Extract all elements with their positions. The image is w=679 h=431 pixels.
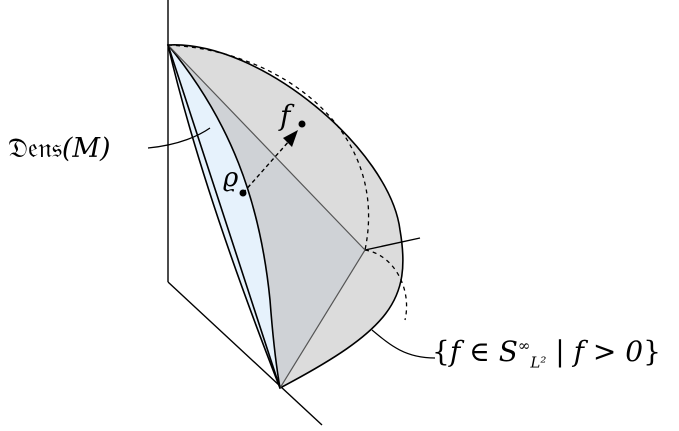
set-pointer (371, 329, 436, 359)
set-sub: L² (530, 353, 547, 372)
set-in: ∈ (460, 335, 499, 368)
dens-prefix: 𝔇𝔢𝔫𝔰 (8, 133, 62, 164)
arrow-head (283, 130, 298, 147)
set-open: { (432, 335, 450, 368)
rho-label: ϱ (223, 163, 239, 193)
set-cond: f > 0 (573, 335, 644, 368)
set-label: {f ∈ S∞L² | f > 0} (432, 335, 661, 371)
dashed-arc-right (364, 249, 408, 321)
set-bar: | (546, 335, 574, 368)
edge-mid-to-bottom (279, 249, 366, 389)
edge-top-to-mid (167, 44, 366, 251)
set-sup: ∞ (517, 336, 531, 355)
set-f: f (449, 335, 461, 368)
dens-pointer (147, 127, 211, 149)
axis-diagonal (167, 281, 323, 426)
edge-left (167, 44, 281, 389)
dens-label: 𝔇𝔢𝔫𝔰(M) (8, 135, 111, 162)
set-close: } (643, 335, 661, 368)
axis-horizontal (364, 237, 421, 251)
dens-args: (M) (61, 133, 111, 164)
rho-to-f-arrow (242, 139, 291, 194)
f-point (298, 120, 306, 128)
f-label: f (280, 99, 291, 132)
set-S: S (498, 335, 518, 368)
